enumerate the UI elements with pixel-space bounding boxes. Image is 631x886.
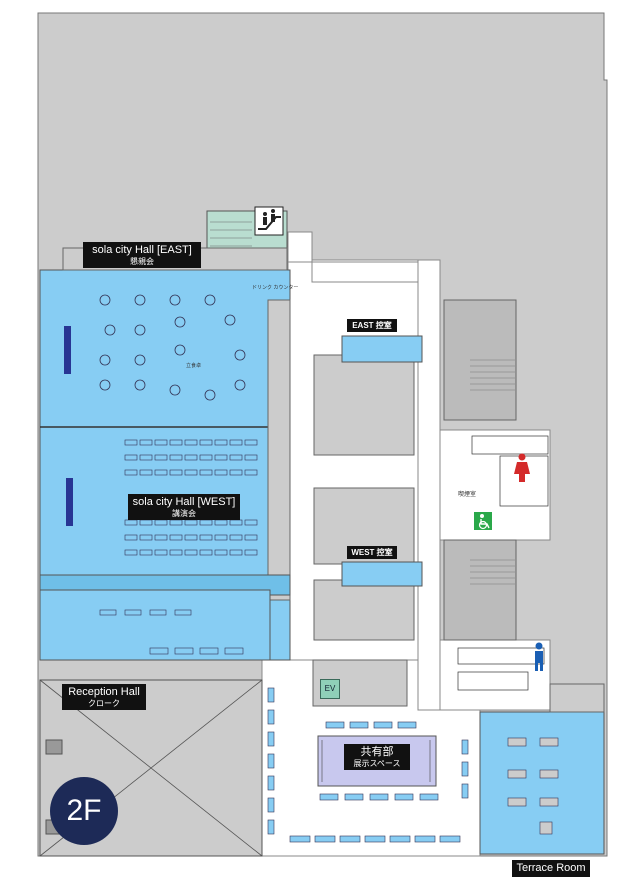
east-room-area [341, 335, 423, 363]
reception-title: Reception Hall [68, 686, 140, 698]
lecture-seats [124, 439, 258, 556]
hall-east-sub: 懇親会 [130, 256, 154, 266]
wheelchair-icon [474, 512, 492, 530]
restroom-male-icon [535, 642, 543, 671]
bar-table-label: 立食卓 [186, 362, 201, 369]
restroom-female-icon [514, 453, 530, 482]
east-room-label: EAST 控室 [347, 319, 397, 333]
west-room-title: WEST 控室 [351, 548, 393, 557]
reception-sub: クローク [88, 698, 120, 708]
terrace-upper-block [549, 683, 605, 713]
smoking-room-label: 喫煙室 [458, 490, 476, 498]
upper-lobby-room [311, 261, 419, 283]
terrace-tables [507, 737, 559, 835]
terrace-label: Terrace Room [512, 860, 590, 877]
hall-stage-west [66, 478, 73, 526]
corridor-top [287, 231, 313, 263]
hall-stage-east [64, 326, 71, 374]
terrace-title: Terrace Room [516, 862, 586, 874]
elevator-label: EV [320, 679, 340, 699]
escalator-icon [254, 206, 284, 236]
hall-lower-tables [99, 609, 244, 655]
stair-core-right-2 [443, 539, 517, 641]
floor-badge: 2F [50, 777, 118, 845]
restroom-zone-bottom [439, 639, 551, 711]
corridor-right [417, 259, 441, 711]
common-title: 共有部 [360, 746, 394, 758]
hall-east-label: sola city Hall [EAST] 懇親会 [83, 242, 201, 268]
common-sub: 展示スペース [353, 758, 401, 768]
banquet-tables [99, 294, 246, 401]
hall-west-title: sola city Hall [WEST] [132, 496, 236, 508]
hall-west-sub: 講演会 [172, 508, 196, 518]
hall-right-wall [267, 299, 291, 601]
exhibit-tables [267, 687, 469, 843]
common-label: 共有部 展示スペース [344, 744, 410, 770]
core-block-3 [313, 579, 415, 641]
core-block-1 [313, 354, 415, 456]
restroom-zone-top [439, 429, 551, 541]
west-room-label: WEST 控室 [347, 546, 397, 560]
drink-counter-label: ドリンク カウンター [252, 284, 298, 291]
west-room-area [341, 561, 423, 587]
reception-label: Reception Hall クローク [62, 684, 146, 710]
hall-east-title: sola city Hall [EAST] [92, 244, 192, 256]
hall-west-label: sola city Hall [WEST] 講演会 [128, 494, 240, 520]
east-room-title: EAST 控室 [352, 321, 392, 330]
